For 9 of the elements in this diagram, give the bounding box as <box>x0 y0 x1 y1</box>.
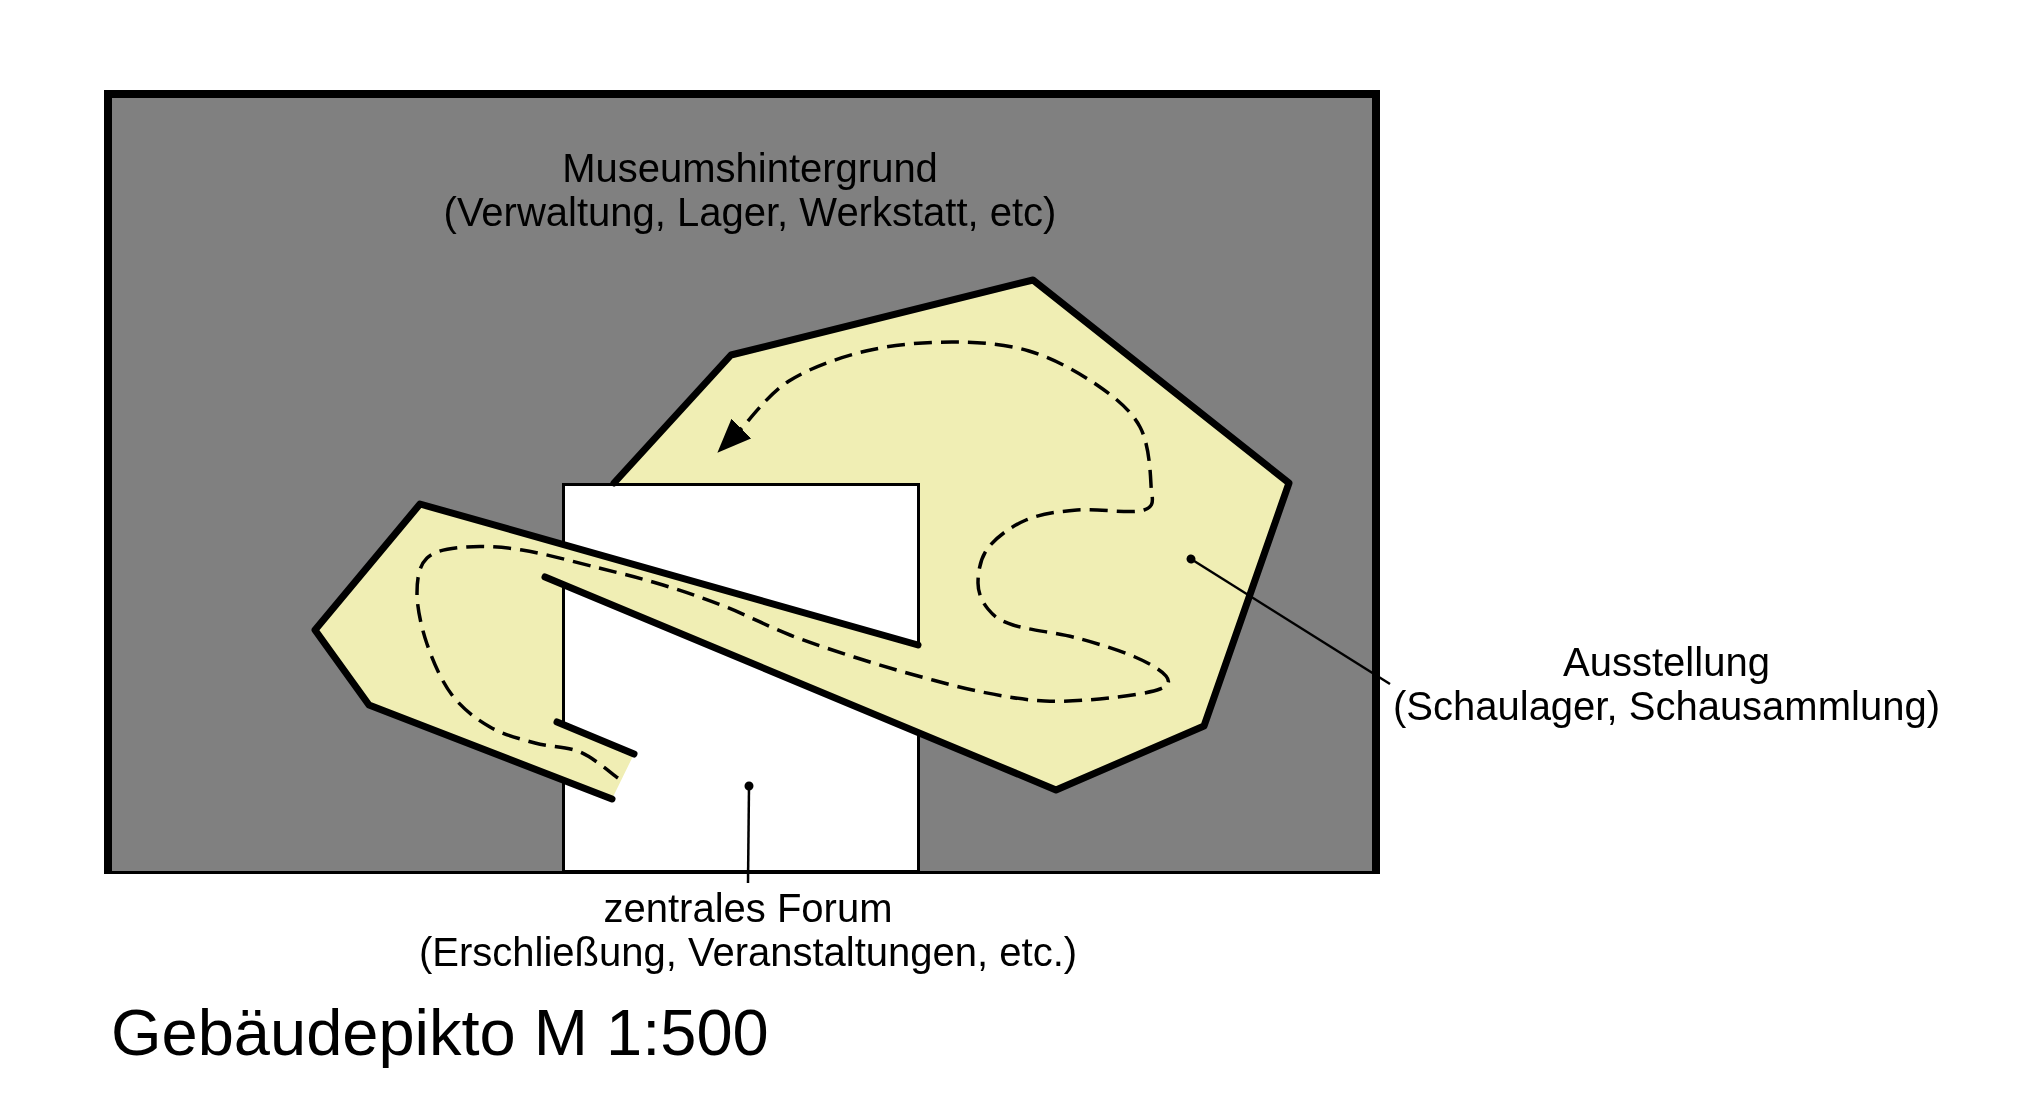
area-description: (Verwaltung, Lager, Werkstatt, etc) <box>443 190 1057 234</box>
area-label: Ausstellung <box>1563 640 1770 684</box>
area-label: Museumshintergrund <box>562 146 938 190</box>
area-description: (Schaulager, Schausammlung) <box>1393 684 1940 728</box>
leader-line <box>744 781 754 883</box>
area-label: zentrales Forum <box>603 886 893 930</box>
building-zone <box>104 90 1380 874</box>
drawing-title: Gebäudepikto M 1:500 <box>111 996 769 1071</box>
area-description: (Erschließung, Veranstaltungen, etc.) <box>418 930 1078 974</box>
